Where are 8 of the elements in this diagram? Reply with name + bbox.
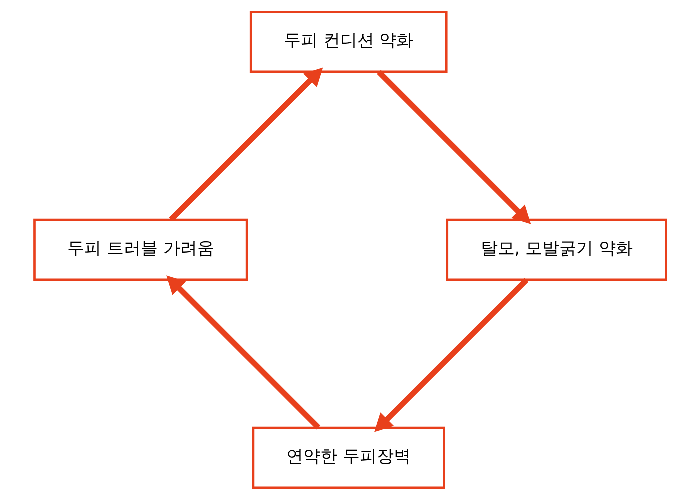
arrow — [374, 278, 528, 432]
node-box: 두피 트러블 가려움 — [33, 218, 248, 282]
node-box: 탈모, 모발굵기 약화 — [446, 218, 667, 282]
arrow — [168, 68, 323, 222]
node-box: 두피 컨디션 약화 — [249, 10, 448, 74]
arrow — [166, 276, 320, 430]
node-box: 연약한 두피장벽 — [252, 426, 445, 490]
arrow — [376, 70, 531, 224]
